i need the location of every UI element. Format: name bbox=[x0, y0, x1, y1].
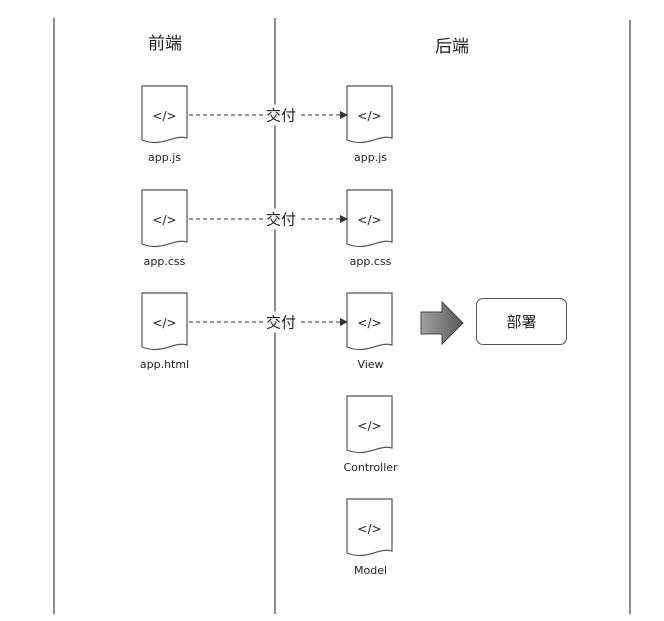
backend-file-label: app.js bbox=[354, 151, 387, 164]
backend-file-4[interactable]: </> bbox=[346, 498, 393, 557]
code-file-icon bbox=[346, 292, 393, 351]
frontend-file-1[interactable]: </> bbox=[141, 189, 188, 248]
frontend-file-2[interactable]: </> bbox=[141, 292, 188, 351]
backend-file-3[interactable]: </> bbox=[346, 395, 393, 454]
frontend-file-0[interactable]: </> bbox=[141, 85, 188, 144]
frontend-file-label: app.html bbox=[139, 358, 190, 371]
delivery-label: 交付 bbox=[262, 104, 300, 126]
code-file-icon bbox=[346, 498, 393, 557]
lane-title-frontend: 前端 bbox=[148, 34, 182, 54]
deploy-button[interactable]: 部署 bbox=[476, 298, 567, 345]
backend-file-label: View bbox=[357, 358, 384, 371]
frontend-file-label: app.css bbox=[143, 255, 186, 268]
code-glyph: </> bbox=[152, 213, 176, 227]
code-glyph: </> bbox=[357, 316, 381, 330]
lane-title-backend: 后端 bbox=[435, 37, 469, 57]
code-glyph: </> bbox=[357, 419, 381, 433]
code-file-icon bbox=[346, 395, 393, 454]
backend-file-0[interactable]: </> bbox=[346, 85, 393, 144]
delivery-label: 交付 bbox=[262, 208, 300, 230]
code-glyph: </> bbox=[357, 213, 381, 227]
backend-file-2[interactable]: </> bbox=[346, 292, 393, 351]
delivery-label: 交付 bbox=[262, 311, 300, 333]
backend-file-label: Controller bbox=[343, 461, 398, 474]
code-file-icon bbox=[141, 189, 188, 248]
backend-file-label: app.css bbox=[349, 255, 392, 268]
code-file-icon bbox=[346, 85, 393, 144]
code-glyph: </> bbox=[357, 109, 381, 123]
deploy-label: 部署 bbox=[506, 313, 537, 331]
frontend-file-label: app.js bbox=[148, 151, 181, 164]
code-file-icon bbox=[141, 85, 188, 144]
backend-file-label: Model bbox=[353, 564, 388, 577]
code-file-icon bbox=[141, 292, 188, 351]
code-file-icon bbox=[346, 189, 393, 248]
backend-file-1[interactable]: </> bbox=[346, 189, 393, 248]
code-glyph: </> bbox=[152, 316, 176, 330]
code-glyph: </> bbox=[152, 109, 176, 123]
right-arrow-icon bbox=[420, 300, 464, 346]
code-glyph: </> bbox=[357, 522, 381, 536]
